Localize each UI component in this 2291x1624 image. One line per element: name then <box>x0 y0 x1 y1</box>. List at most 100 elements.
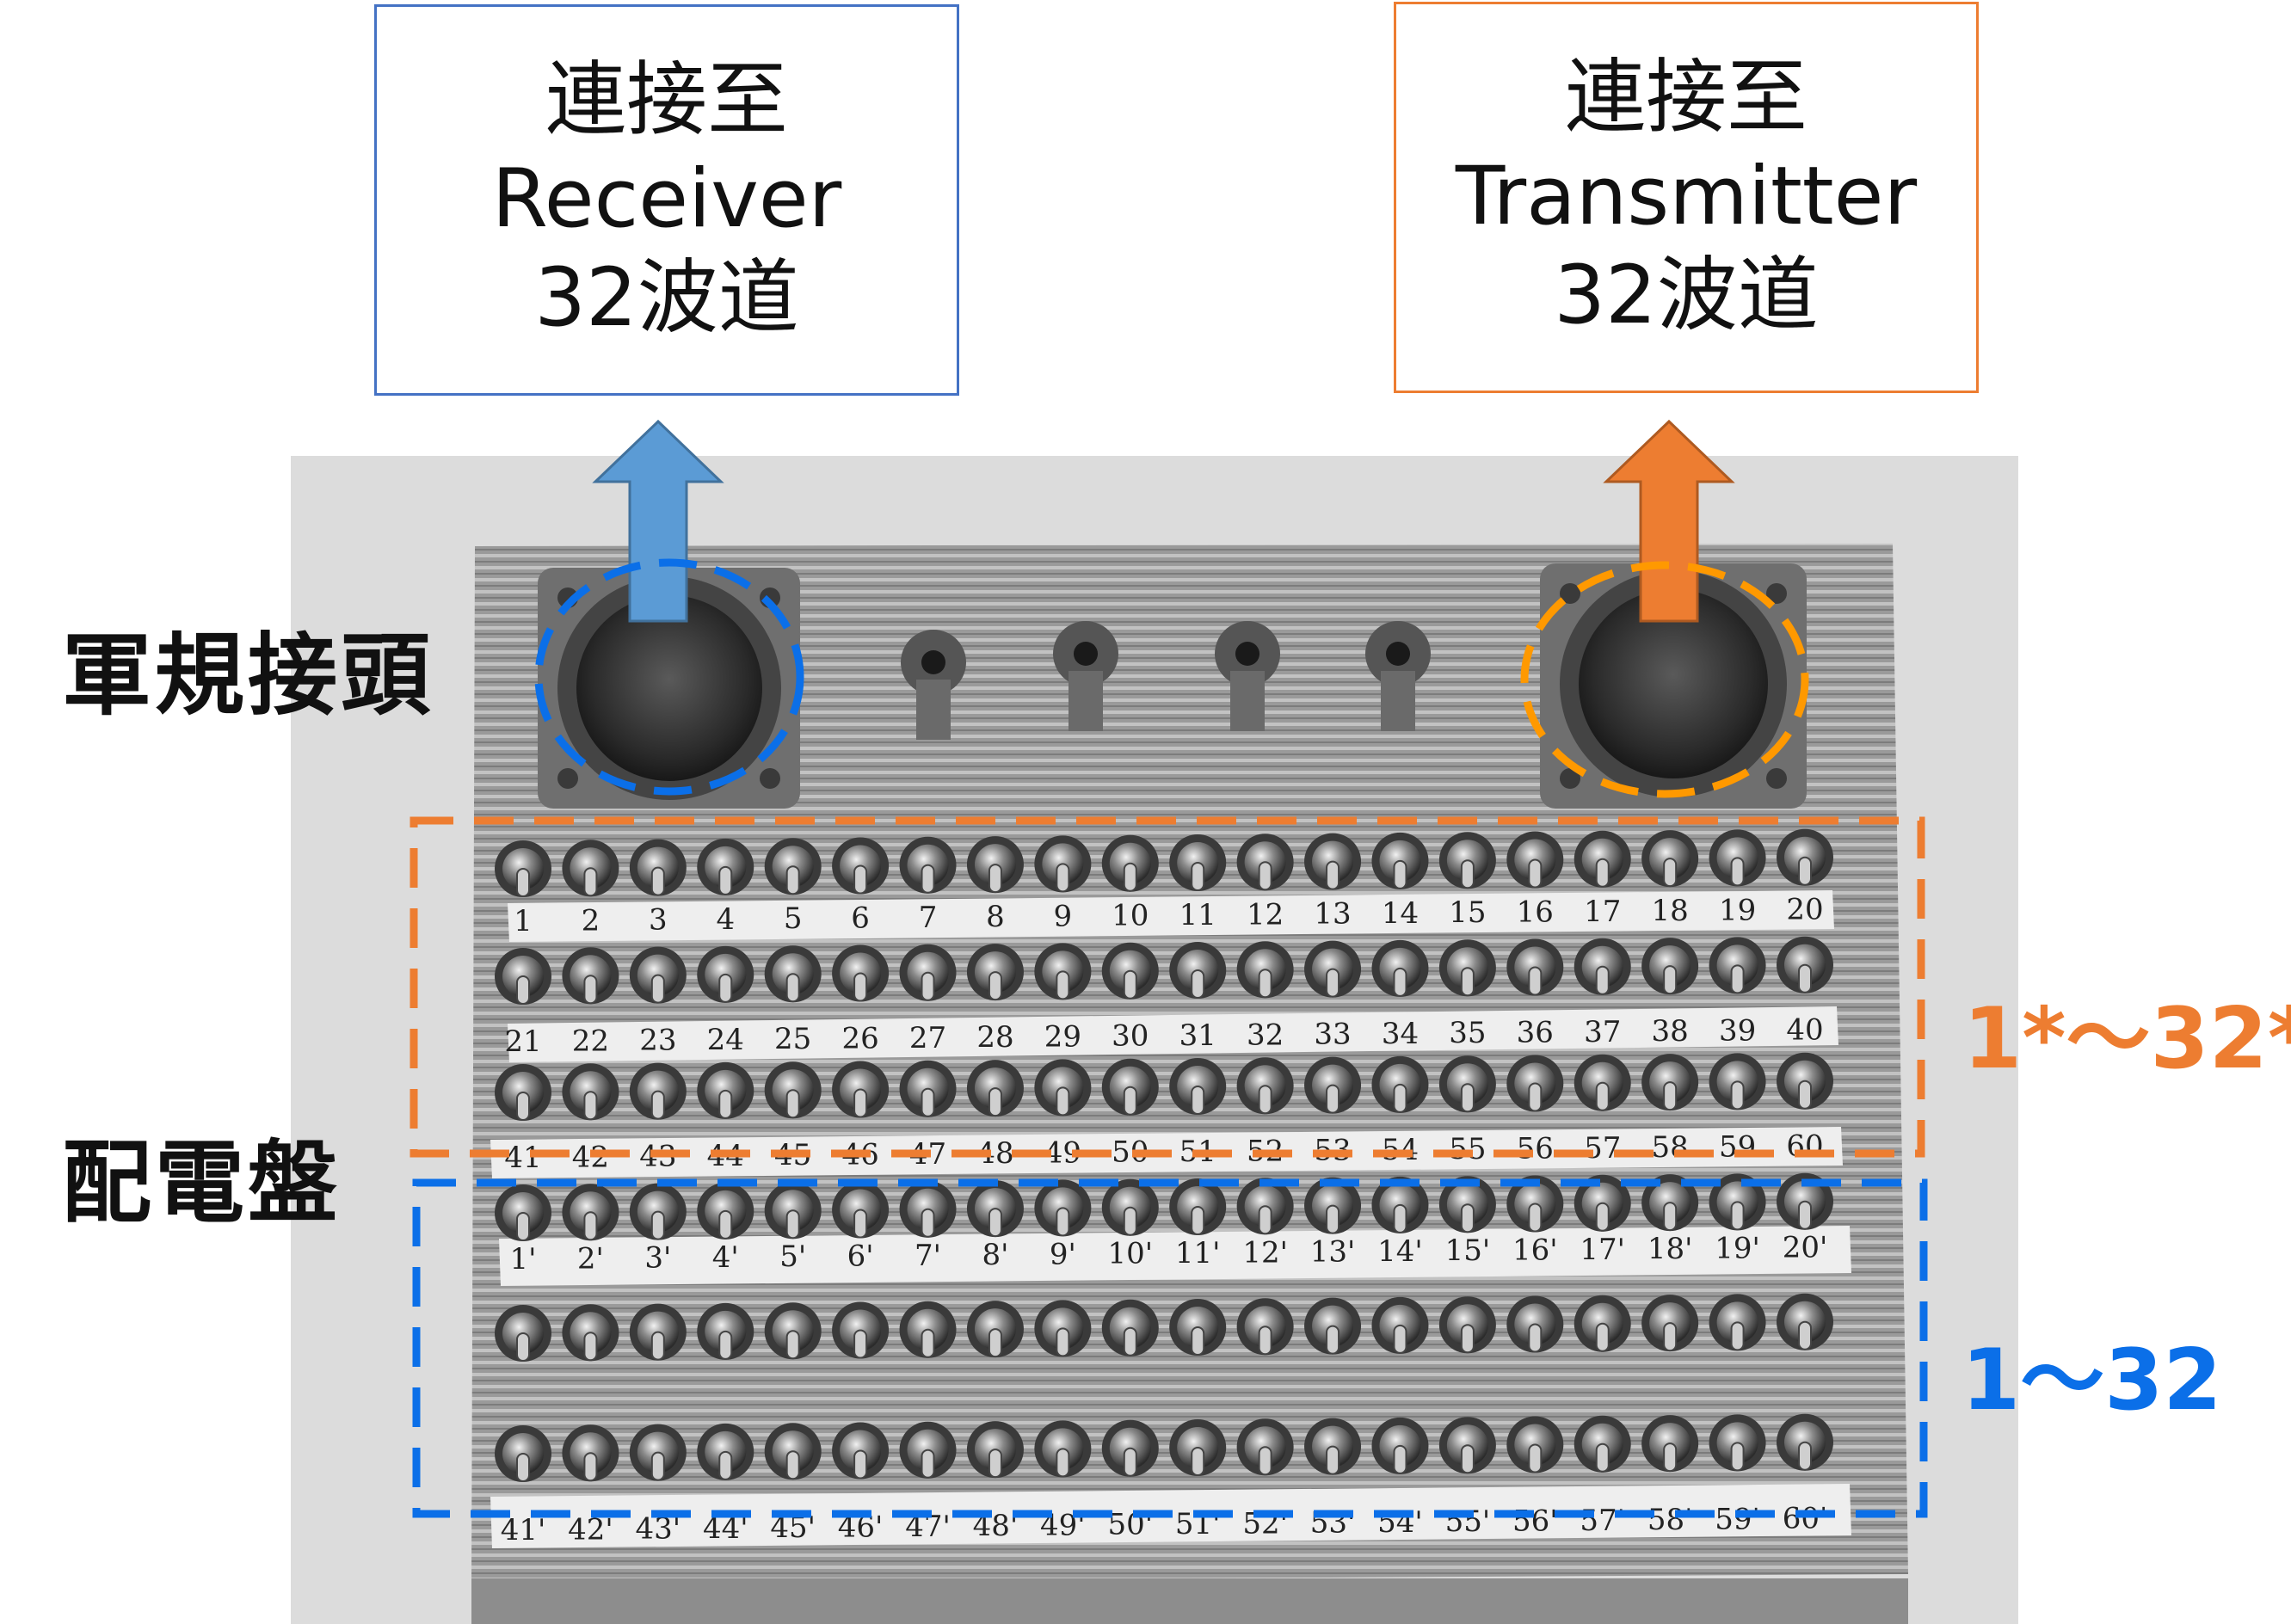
lower-range-label: 1～32 <box>1962 1332 2222 1430</box>
toggle-switch-lever <box>1798 1320 1812 1350</box>
coaxial-jacks <box>901 621 1431 740</box>
upper-range-label: 1*～32* <box>1963 990 2291 1088</box>
toggle-switch-lever <box>1123 862 1137 892</box>
toggle-switch-lever <box>988 1328 1002 1358</box>
toggle-switch-lever <box>718 1089 733 1119</box>
toggle-switch-lever <box>1191 1206 1205 1235</box>
switch-number-label: 55' <box>1445 1504 1491 1539</box>
toggle-switch-lever <box>988 1208 1002 1238</box>
switch-number-label: 15 <box>1449 895 1486 930</box>
switch-number-label: 38 <box>1652 1014 1689 1049</box>
switch-number-label: 18 <box>1652 894 1689 928</box>
toggle-switch-lever <box>853 972 868 1002</box>
toggle-switches <box>495 828 1833 1482</box>
switch-number-label: 19' <box>1715 1231 1760 1265</box>
switch-number-label: 41 <box>504 1141 541 1175</box>
toggle-switch-lever <box>921 1087 935 1117</box>
toggle-switch-lever <box>516 1332 530 1362</box>
toggle-switch-lever <box>921 864 935 894</box>
switch-number-label: 31 <box>1179 1018 1216 1053</box>
switch-number-label: 16 <box>1517 895 1554 930</box>
toggle-switch-lever <box>1528 1443 1543 1473</box>
toggle-switch-lever <box>1528 966 1543 996</box>
switch-number-label: 6 <box>851 901 870 936</box>
switch-number-label: 57 <box>1584 1131 1621 1166</box>
toggle-switch-lever <box>1056 1448 1070 1478</box>
toggle-switch-lever <box>718 1450 733 1480</box>
toggle-switch-lever <box>1460 1444 1475 1474</box>
switch-number-label: 23 <box>639 1024 676 1058</box>
toggle-switch-lever <box>1730 1321 1745 1351</box>
switch-number-label: 4 <box>716 902 735 937</box>
switch-number-label: 1 <box>514 904 533 938</box>
switch-number-label: 4' <box>712 1240 739 1275</box>
switch-number-label: 5 <box>784 901 803 936</box>
toggle-switch-lever <box>1595 965 1610 995</box>
transmitter-box-line2: Transmitter <box>1455 150 1918 244</box>
toggle-switch-lever <box>1056 1327 1070 1357</box>
switch-number-label: 35 <box>1449 1016 1486 1050</box>
switch-number-label: 39 <box>1719 1013 1756 1048</box>
toggle-switch-lever <box>1123 1326 1137 1356</box>
toggle-switch-lever <box>853 1088 868 1118</box>
switch-number-label: 14 <box>1382 896 1419 931</box>
toggle-switch-lever <box>1528 858 1543 889</box>
switch-number-label: 10 <box>1112 899 1149 933</box>
switch-number-label: 24 <box>707 1023 744 1057</box>
toggle-switch-lever <box>1663 1443 1678 1473</box>
toggle-switch-lever <box>988 971 1002 1001</box>
switch-number-label: 1' <box>510 1242 537 1276</box>
toggle-switch-lever <box>1595 858 1610 888</box>
toggle-switch-lever <box>1326 1084 1340 1114</box>
toggle-switch-lever <box>1123 1086 1137 1116</box>
toggle-switch-lever <box>1595 1081 1610 1111</box>
switch-number-label: 5' <box>779 1240 806 1274</box>
toggle-switch-lever <box>1595 1443 1610 1473</box>
toggle-switch-lever <box>1730 1442 1745 1472</box>
switch-number-label: 58' <box>1647 1503 1693 1537</box>
toggle-switch-lever <box>650 1090 665 1120</box>
switch-number-label: 60 <box>1786 1129 1823 1164</box>
toggle-switch-lever <box>516 1212 530 1241</box>
switch-number-label: 25 <box>774 1022 811 1056</box>
switch-number-label: 56 <box>1517 1132 1554 1166</box>
toggle-switch-lever <box>1191 862 1205 891</box>
toggle-switch-lever <box>785 1330 800 1360</box>
toggle-switch-lever <box>785 1450 800 1480</box>
toggle-switch-lever <box>1730 964 1745 994</box>
lower-switch-group-highlight <box>412 1178 1928 1518</box>
toggle-switch-lever <box>1123 1447 1137 1477</box>
switch-number-label: 36 <box>1517 1016 1554 1050</box>
toggle-switch-lever <box>1798 1080 1812 1110</box>
toggle-switch-lever <box>1663 1202 1678 1232</box>
toggle-switch-lever <box>1056 1086 1070 1116</box>
toggle-switch-lever <box>1663 858 1678 888</box>
toggle-switch-lever <box>1326 968 1340 998</box>
switch-number-label: 10' <box>1107 1237 1153 1271</box>
toggle-switch-lever <box>988 1449 1002 1479</box>
switch-number-label: 33 <box>1314 1018 1351 1052</box>
toggle-switch-lever <box>1258 969 1272 999</box>
switch-number-label: 11' <box>1175 1236 1221 1270</box>
toggle-switch-lever <box>718 865 733 895</box>
toggle-switch-lever <box>1528 1082 1543 1112</box>
switch-number-label: 12 <box>1247 897 1284 932</box>
toggle-switch-lever <box>718 1209 733 1240</box>
toggle-switch-lever <box>1056 970 1070 1000</box>
toggle-switch-lever <box>1191 1326 1205 1356</box>
toggle-switch-lever <box>1123 1206 1137 1236</box>
toggle-switch-lever <box>921 1208 935 1238</box>
switch-number-label: 7' <box>915 1239 941 1273</box>
toggle-switch-lever <box>988 1087 1002 1117</box>
toggle-switch-lever <box>1595 1322 1610 1352</box>
toggle-switch-lever <box>583 867 598 897</box>
receiver-box-line3: 32波道 <box>534 250 799 345</box>
toggle-switch-lever <box>1798 856 1812 886</box>
toggle-switch-lever <box>1258 1326 1272 1356</box>
connector-label: 軍規接頭 <box>62 623 434 728</box>
toggle-switch-lever <box>1663 1081 1678 1111</box>
toggle-switch-lever <box>516 868 530 897</box>
switch-number-label: 7 <box>919 901 938 935</box>
receiver-connector-highlight <box>534 558 804 796</box>
switch-number-label: 16' <box>1512 1233 1558 1268</box>
